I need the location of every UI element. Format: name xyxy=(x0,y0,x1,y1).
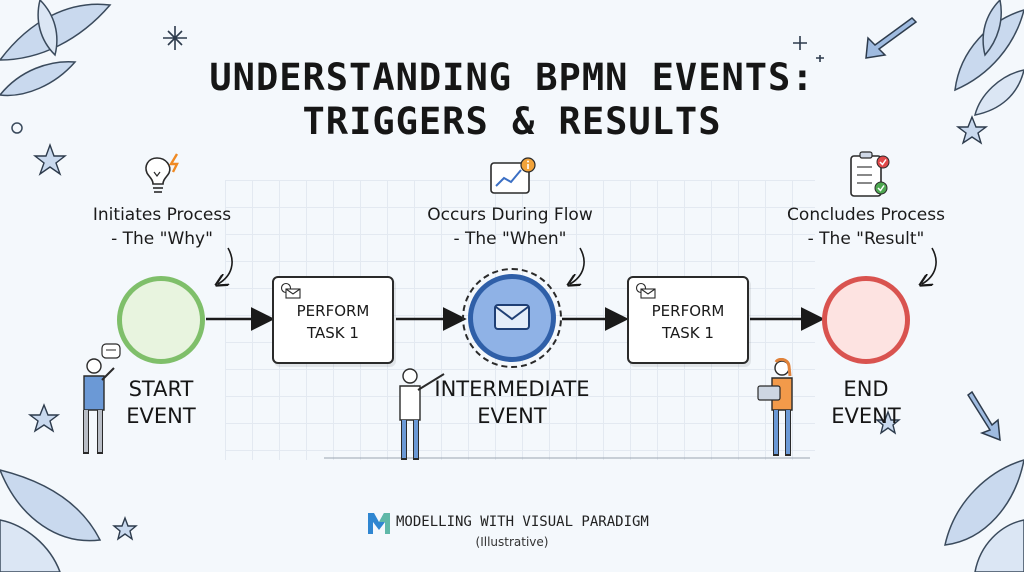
annotation-intermediate-line1: Occurs During Flow xyxy=(427,205,593,225)
leaf-icon xyxy=(944,459,1024,572)
annotation-start-line1: Initiates Process xyxy=(92,205,232,225)
annotation-end-line2: - The "Result" xyxy=(807,229,925,249)
message-task-icon xyxy=(280,282,301,299)
start-event-label-line1: START xyxy=(128,377,194,401)
person-with-laptop-icon xyxy=(757,358,793,456)
message-task-icon xyxy=(635,282,656,299)
annotation-start: Initiates Process - The "Why" xyxy=(52,203,272,251)
footer-note: (Illustrative) xyxy=(475,535,549,549)
person-pointing-icon xyxy=(83,343,121,454)
task-1-label-line2: TASK 1 xyxy=(307,324,359,342)
end-event[interactable] xyxy=(822,276,910,364)
leaf-icon xyxy=(954,0,1024,116)
end-event-label-line2: EVENT xyxy=(831,404,901,428)
sparkle-icon xyxy=(163,26,824,62)
intermediate-event-label: INTERMEDIATE EVENT xyxy=(432,376,592,430)
pointer-arrow-start xyxy=(218,247,233,284)
pointer-arrow-end xyxy=(922,247,937,284)
leaf-icon xyxy=(0,0,112,97)
lightbulb-icon xyxy=(145,153,179,193)
footer-brand: MODELLING WITH VISUAL PARADIGM xyxy=(396,514,649,530)
start-event-label: START EVENT xyxy=(110,376,212,430)
annotation-intermediate: Occurs During Flow - The "When" xyxy=(400,203,620,251)
task-2[interactable]: PERFORM TASK 1 xyxy=(627,276,749,364)
intermediate-event-label-line2: EVENT xyxy=(477,404,547,428)
pointer-arrow-intermediate xyxy=(570,247,585,284)
leaf-icon xyxy=(0,469,102,572)
star-icon xyxy=(27,115,989,541)
page-title: UNDERSTANDING BPMN EVENTS: xyxy=(209,56,815,99)
intermediate-event-outer-ring xyxy=(462,268,562,368)
arrow-icon xyxy=(865,17,1001,442)
end-event-label: END EVENT xyxy=(816,376,916,430)
intermediate-event[interactable] xyxy=(468,274,556,362)
task-1-label-line1: PERFORM xyxy=(296,302,370,320)
person-pointing-icon xyxy=(399,368,445,460)
annotation-end-line1: Concludes Process xyxy=(787,205,945,225)
annotation-start-line2: - The "Why" xyxy=(111,229,213,249)
chart-info-icon xyxy=(490,157,536,194)
dot-icon xyxy=(11,122,23,134)
brand-logo-icon xyxy=(368,513,390,534)
end-event-label-line1: END xyxy=(843,377,889,401)
page-subtitle: TRIGGERS & RESULTS xyxy=(302,100,722,143)
checklist-icon xyxy=(850,151,890,197)
start-event-label-line2: EVENT xyxy=(126,404,196,428)
task-1[interactable]: PERFORM TASK 1 xyxy=(272,276,394,364)
task-2-label-line1: PERFORM xyxy=(651,302,725,320)
annotation-intermediate-line2: - The "When" xyxy=(453,229,567,249)
envelope-icon xyxy=(494,304,530,330)
start-event[interactable] xyxy=(117,276,205,364)
annotation-end: Concludes Process - The "Result" xyxy=(756,203,976,251)
intermediate-event-label-line1: INTERMEDIATE xyxy=(434,377,590,401)
task-2-label-line2: TASK 1 xyxy=(662,324,714,342)
